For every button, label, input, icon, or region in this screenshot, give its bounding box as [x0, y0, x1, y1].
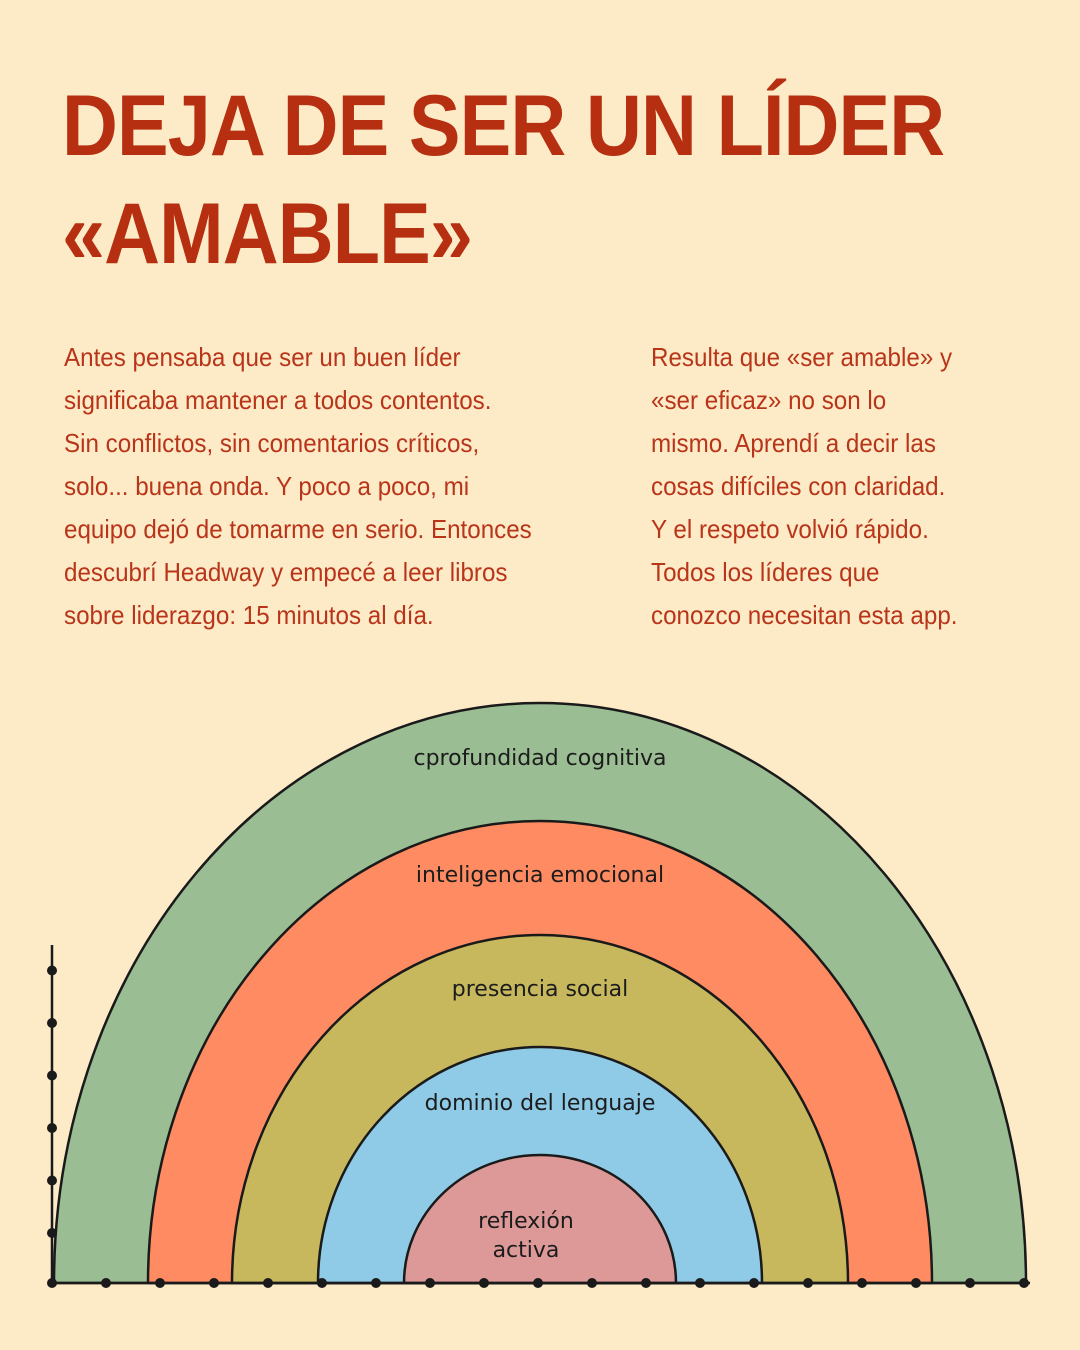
axis-dot: [695, 1278, 705, 1288]
intro-left-line: Antes pensaba que ser un buen líder: [64, 342, 461, 372]
intro-right-line: cosas difíciles con claridad.: [651, 471, 946, 501]
axis-dot: [101, 1278, 111, 1288]
page-title: DEJA DE SER UN LÍDER «AMABLE»: [62, 72, 945, 288]
axis-dot: [47, 965, 57, 976]
axis-dot: [587, 1278, 597, 1288]
intro-right-line: Y el respeto volvió rápido.: [651, 514, 929, 544]
axis-dot: [47, 1228, 57, 1238]
band-emotional-intelligence-label: inteligencia emocional: [416, 863, 664, 888]
intro-right-paragraph: Resulta que «ser amable» y «ser eficaz» …: [651, 336, 1023, 637]
intro-left-paragraph: Antes pensaba que ser un buen líder sign…: [64, 336, 585, 637]
intro-right-line: Resulta que «ser amable» y: [651, 342, 953, 372]
intro-right-line: «ser eficaz» no son lo: [651, 385, 887, 415]
intro-left-line: equipo dejó de tomarme en serio. Entonce…: [64, 514, 532, 544]
rainbow-diagram: cprofundidad cognitiva inteligencia emoci…: [47, 701, 1030, 1288]
axis-dot: [749, 1278, 759, 1288]
axis-dot: [371, 1278, 381, 1288]
axis-dot: [47, 1070, 57, 1081]
intro-left-line: sobre liderazgo: 15 minutos al día.: [64, 600, 434, 630]
axis-dot: [533, 1278, 543, 1288]
title-line-1: DEJA DE SER UN LÍDER: [62, 78, 945, 174]
intro-left-line: significaba mantener a todos contentos.: [64, 385, 492, 415]
axis-dot: [47, 1278, 57, 1288]
band-social-presence-label: presencia social: [452, 977, 628, 1002]
intro-left-line: descubrí Headway y empecé a leer libros: [64, 557, 508, 587]
title-line-2: «AMABLE»: [62, 186, 473, 282]
intro-left-line: Sin conflictos, sin comentarios críticos…: [64, 428, 480, 458]
axis-dot: [317, 1278, 327, 1288]
intro-right-line: conozco necesitan esta app.: [651, 600, 958, 630]
axis-dot: [425, 1278, 435, 1288]
axis-dot: [47, 1018, 57, 1028]
band-cognitive-depth-label: cprofundidad cognitiva: [413, 746, 666, 771]
axis-dot: [803, 1278, 813, 1288]
band-language-mastery-label: dominio del lenguaje: [425, 1091, 656, 1116]
intro-right-line: mismo. Aprendí a decir las: [651, 428, 936, 458]
axis-dot: [47, 1123, 57, 1133]
axis-dot: [263, 1278, 273, 1288]
axis-dot: [641, 1278, 651, 1288]
axis-dot: [911, 1278, 921, 1288]
axis-dot: [965, 1278, 975, 1288]
intro-right-line: Todos los líderes que: [651, 557, 880, 587]
axis-dot: [155, 1278, 165, 1288]
axis-dot: [857, 1278, 867, 1288]
axis-dot: [479, 1278, 489, 1288]
axis-dot: [209, 1278, 219, 1288]
axis-dot: [47, 1175, 57, 1186]
intro-left-line: solo... buena onda. Y poco a poco, mi: [64, 471, 470, 501]
axis-dot: [1019, 1278, 1029, 1288]
band-active-reflection: [402, 1153, 678, 1285]
